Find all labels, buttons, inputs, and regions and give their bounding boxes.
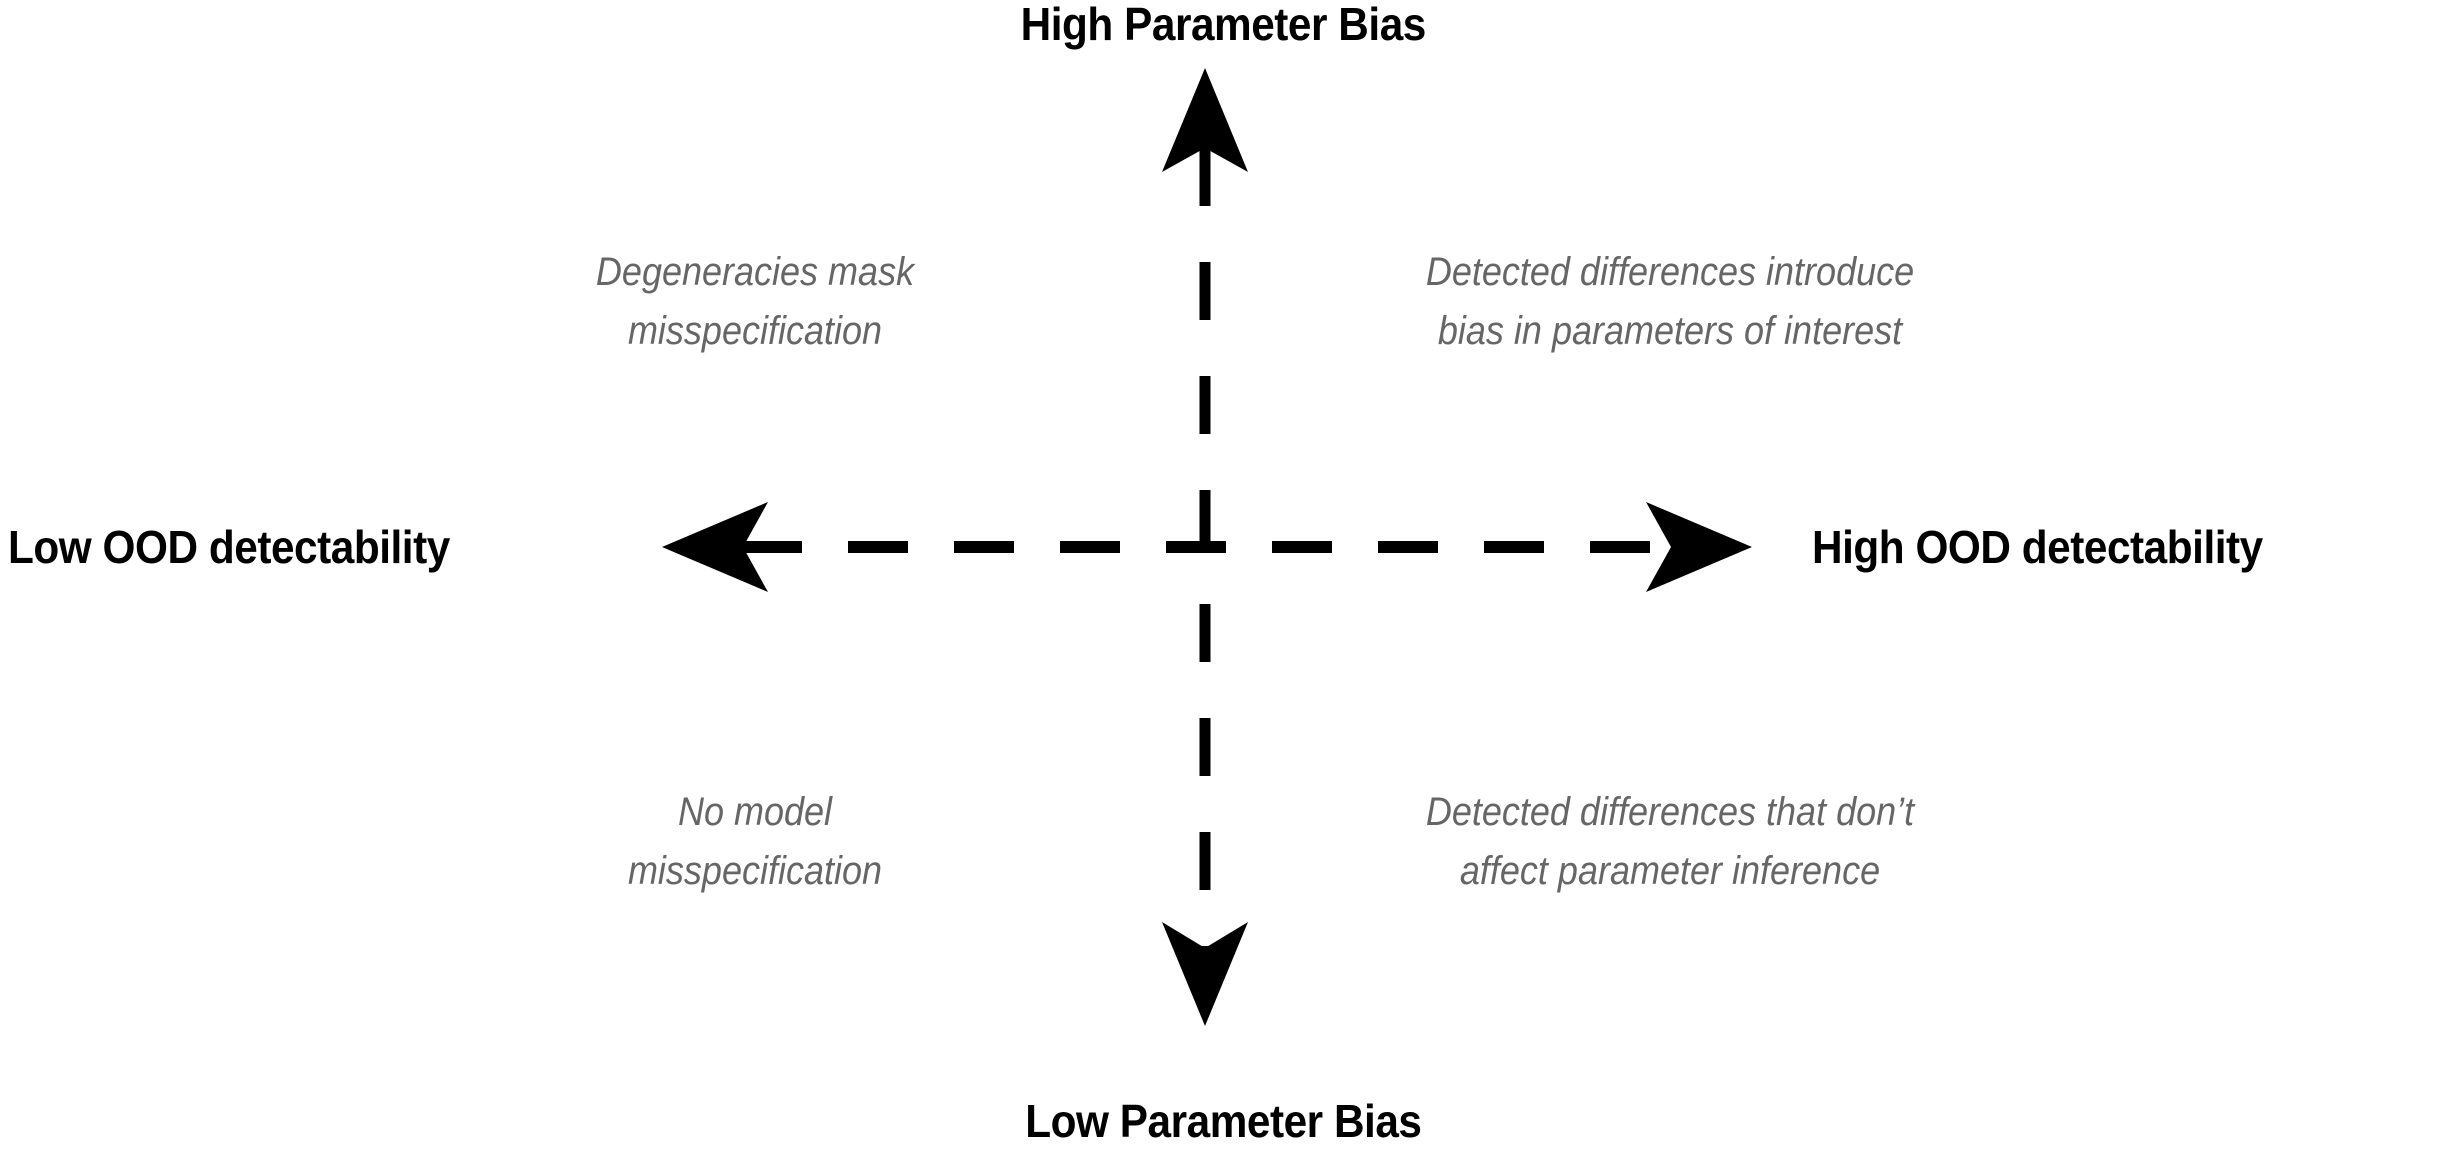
axis-label-high-parameter-bias: High Parameter Bias	[1020, 0, 1427, 50]
quadrant-note-top-right: Detected differences introduce bias in p…	[1425, 250, 1915, 354]
arrow-right-icon	[1646, 502, 1752, 592]
arrow-up-icon	[1162, 68, 1248, 172]
arrow-down-icon	[1162, 922, 1248, 1026]
quadrant-note-bottom-left: No model misspecification	[627, 790, 883, 894]
axis-label-low-ood-detectability: Low OOD detectability	[8, 521, 450, 573]
axis-label-high-ood-detectability: High OOD detectability	[1812, 521, 2263, 573]
quadrant-note-top-left: Degeneracies mask misspecification	[595, 250, 915, 354]
axis-label-low-parameter-bias: Low Parameter Bias	[1025, 1095, 1422, 1147]
arrow-left-icon	[662, 502, 768, 592]
quadrant-note-bottom-right: Detected differences that don’t affect p…	[1425, 790, 1915, 894]
